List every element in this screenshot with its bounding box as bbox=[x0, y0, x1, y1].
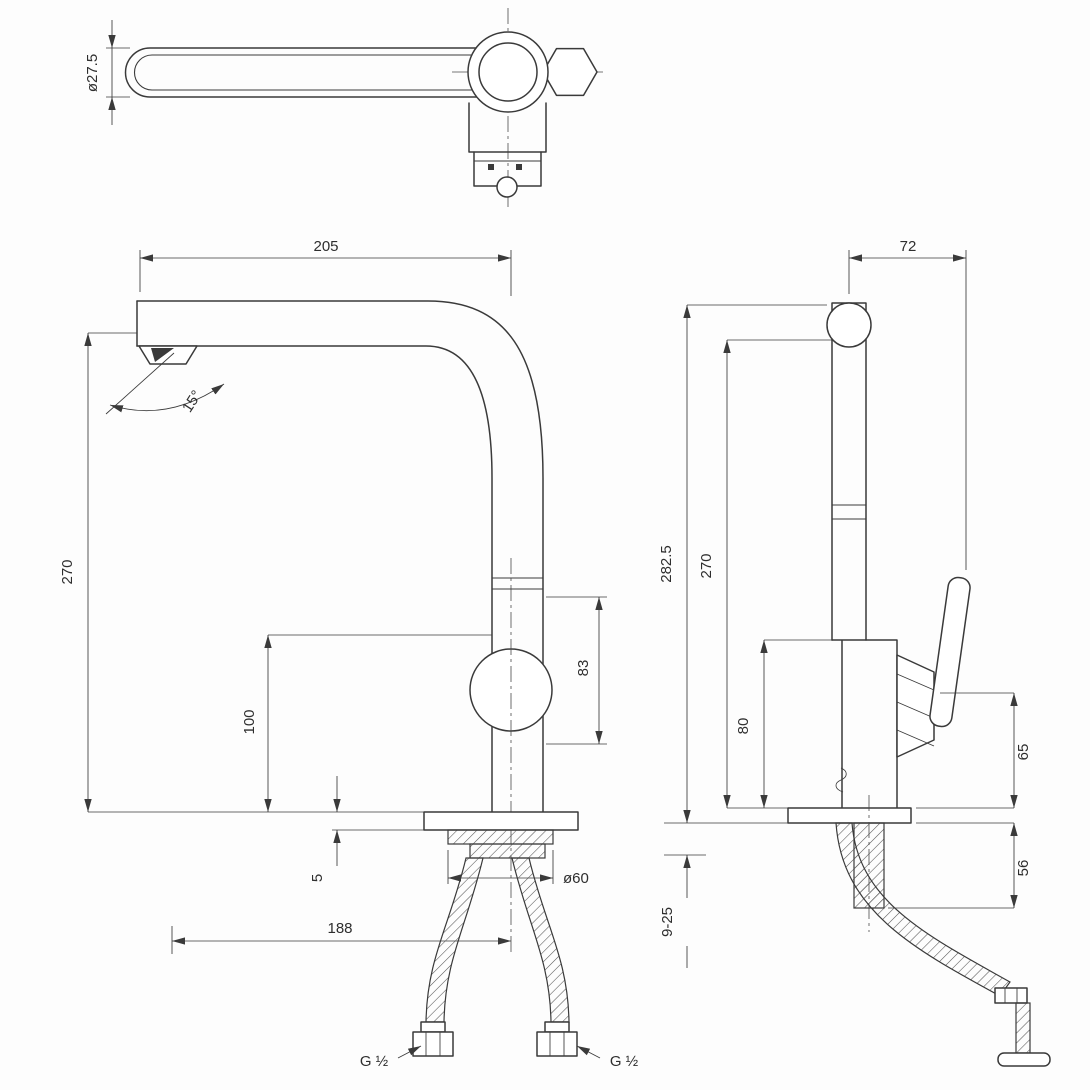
dim-swivel-angle-label: 15° bbox=[179, 387, 206, 415]
spout-outer-outline bbox=[136, 300, 544, 813]
screw-mark-left bbox=[488, 164, 494, 170]
base-step bbox=[447, 829, 554, 845]
dim-deck-thickness: 5 bbox=[309, 776, 446, 882]
spout-tube-outline bbox=[124, 47, 501, 98]
connection-label-right: G ½ bbox=[576, 1045, 639, 1070]
body-marking bbox=[835, 767, 847, 793]
front-view: 205 15° 83 100 bbox=[59, 238, 639, 1070]
angle-arc bbox=[109, 383, 225, 413]
handle-lever bbox=[929, 576, 971, 728]
supply-hose-left bbox=[425, 857, 484, 1023]
dim-spout-reach: 205 bbox=[139, 238, 512, 296]
body-top-view bbox=[468, 102, 547, 153]
extension-line bbox=[888, 822, 1014, 909]
handle-cone bbox=[896, 654, 935, 758]
dim-body-height-side-label: 80 bbox=[735, 718, 752, 735]
angle-reference-line bbox=[105, 352, 175, 415]
dim-spout-height-side-label: 270 bbox=[698, 553, 715, 578]
mounting-stud bbox=[994, 987, 1051, 1067]
extension-line bbox=[664, 304, 827, 824]
dim-total-height-label: 282.5 bbox=[658, 545, 675, 583]
supply-hose-right bbox=[511, 857, 570, 1023]
body-joint-lines bbox=[491, 577, 544, 590]
hex-nut-top-view bbox=[542, 47, 598, 97]
dim-deck-thickness-label: 5 bbox=[309, 874, 326, 882]
spout-tube-inner bbox=[133, 54, 501, 91]
dim-shank-length: 56 bbox=[888, 822, 1032, 909]
dim-handle-drop: 65 bbox=[916, 692, 1032, 809]
base-plate-side bbox=[787, 807, 912, 824]
mixer-body-side bbox=[831, 639, 898, 809]
hose-nut-right bbox=[536, 1021, 578, 1057]
dim-shank-length-label: 56 bbox=[1015, 860, 1032, 877]
dim-base-diameter-label: ø60 bbox=[563, 870, 589, 887]
base-plate bbox=[423, 811, 579, 831]
handle-cone-shading bbox=[896, 673, 935, 747]
extension-line bbox=[727, 339, 832, 809]
dim-valve-span-label: 83 bbox=[575, 660, 592, 677]
pipe-joint-lines bbox=[831, 504, 867, 520]
dim-body-height: 100 bbox=[241, 634, 492, 812]
dim-spout-diameter-label: ø27.5 bbox=[84, 54, 101, 92]
aerator-shading bbox=[151, 348, 174, 362]
dim-handle-offset-label: 72 bbox=[900, 238, 917, 255]
hose-nut-left bbox=[412, 1021, 454, 1057]
leader-line bbox=[576, 1045, 601, 1059]
extension-line bbox=[106, 47, 130, 98]
dim-clamping-range: 9-25 bbox=[659, 854, 706, 968]
base-shank bbox=[469, 843, 546, 859]
dim-spout-height-side: 270 bbox=[698, 339, 832, 809]
dim-handle-offset: 72 bbox=[848, 238, 967, 570]
dim-handle-drop-label: 65 bbox=[1015, 744, 1032, 761]
side-view: 72 282.5 270 80 bbox=[658, 238, 1051, 1067]
dim-clamping-range-label: 9-25 bbox=[659, 907, 676, 937]
dim-valve-span: 83 bbox=[546, 596, 607, 745]
extension-line bbox=[916, 692, 1014, 809]
extension-line bbox=[139, 250, 512, 296]
dim-spout-diameter: ø27.5 bbox=[84, 20, 130, 125]
swivel-ring-inner bbox=[478, 42, 538, 102]
dim-body-height-side: 80 bbox=[735, 639, 832, 808]
leader-line bbox=[397, 1045, 422, 1059]
dim-spout-reach-label: 205 bbox=[313, 238, 338, 255]
dim-body-height-label: 100 bbox=[241, 709, 258, 734]
spout-inner-outline bbox=[136, 345, 493, 813]
top-view: ø27.5 bbox=[84, 8, 606, 207]
dim-total-height: 282.5 bbox=[658, 304, 827, 824]
outlet-circle bbox=[496, 176, 518, 198]
connection-label-left: G ½ bbox=[360, 1045, 422, 1070]
spout-end-circle bbox=[826, 302, 872, 348]
dim-spout-height: 270 bbox=[59, 332, 137, 812]
connection-left-label: G ½ bbox=[360, 1053, 389, 1070]
dim-projection-label: 188 bbox=[327, 920, 352, 937]
dim-spout-height-label: 270 bbox=[59, 559, 76, 584]
connection-right-label: G ½ bbox=[610, 1053, 639, 1070]
screw-mark-right bbox=[516, 164, 522, 170]
riser-pipe bbox=[831, 302, 867, 641]
